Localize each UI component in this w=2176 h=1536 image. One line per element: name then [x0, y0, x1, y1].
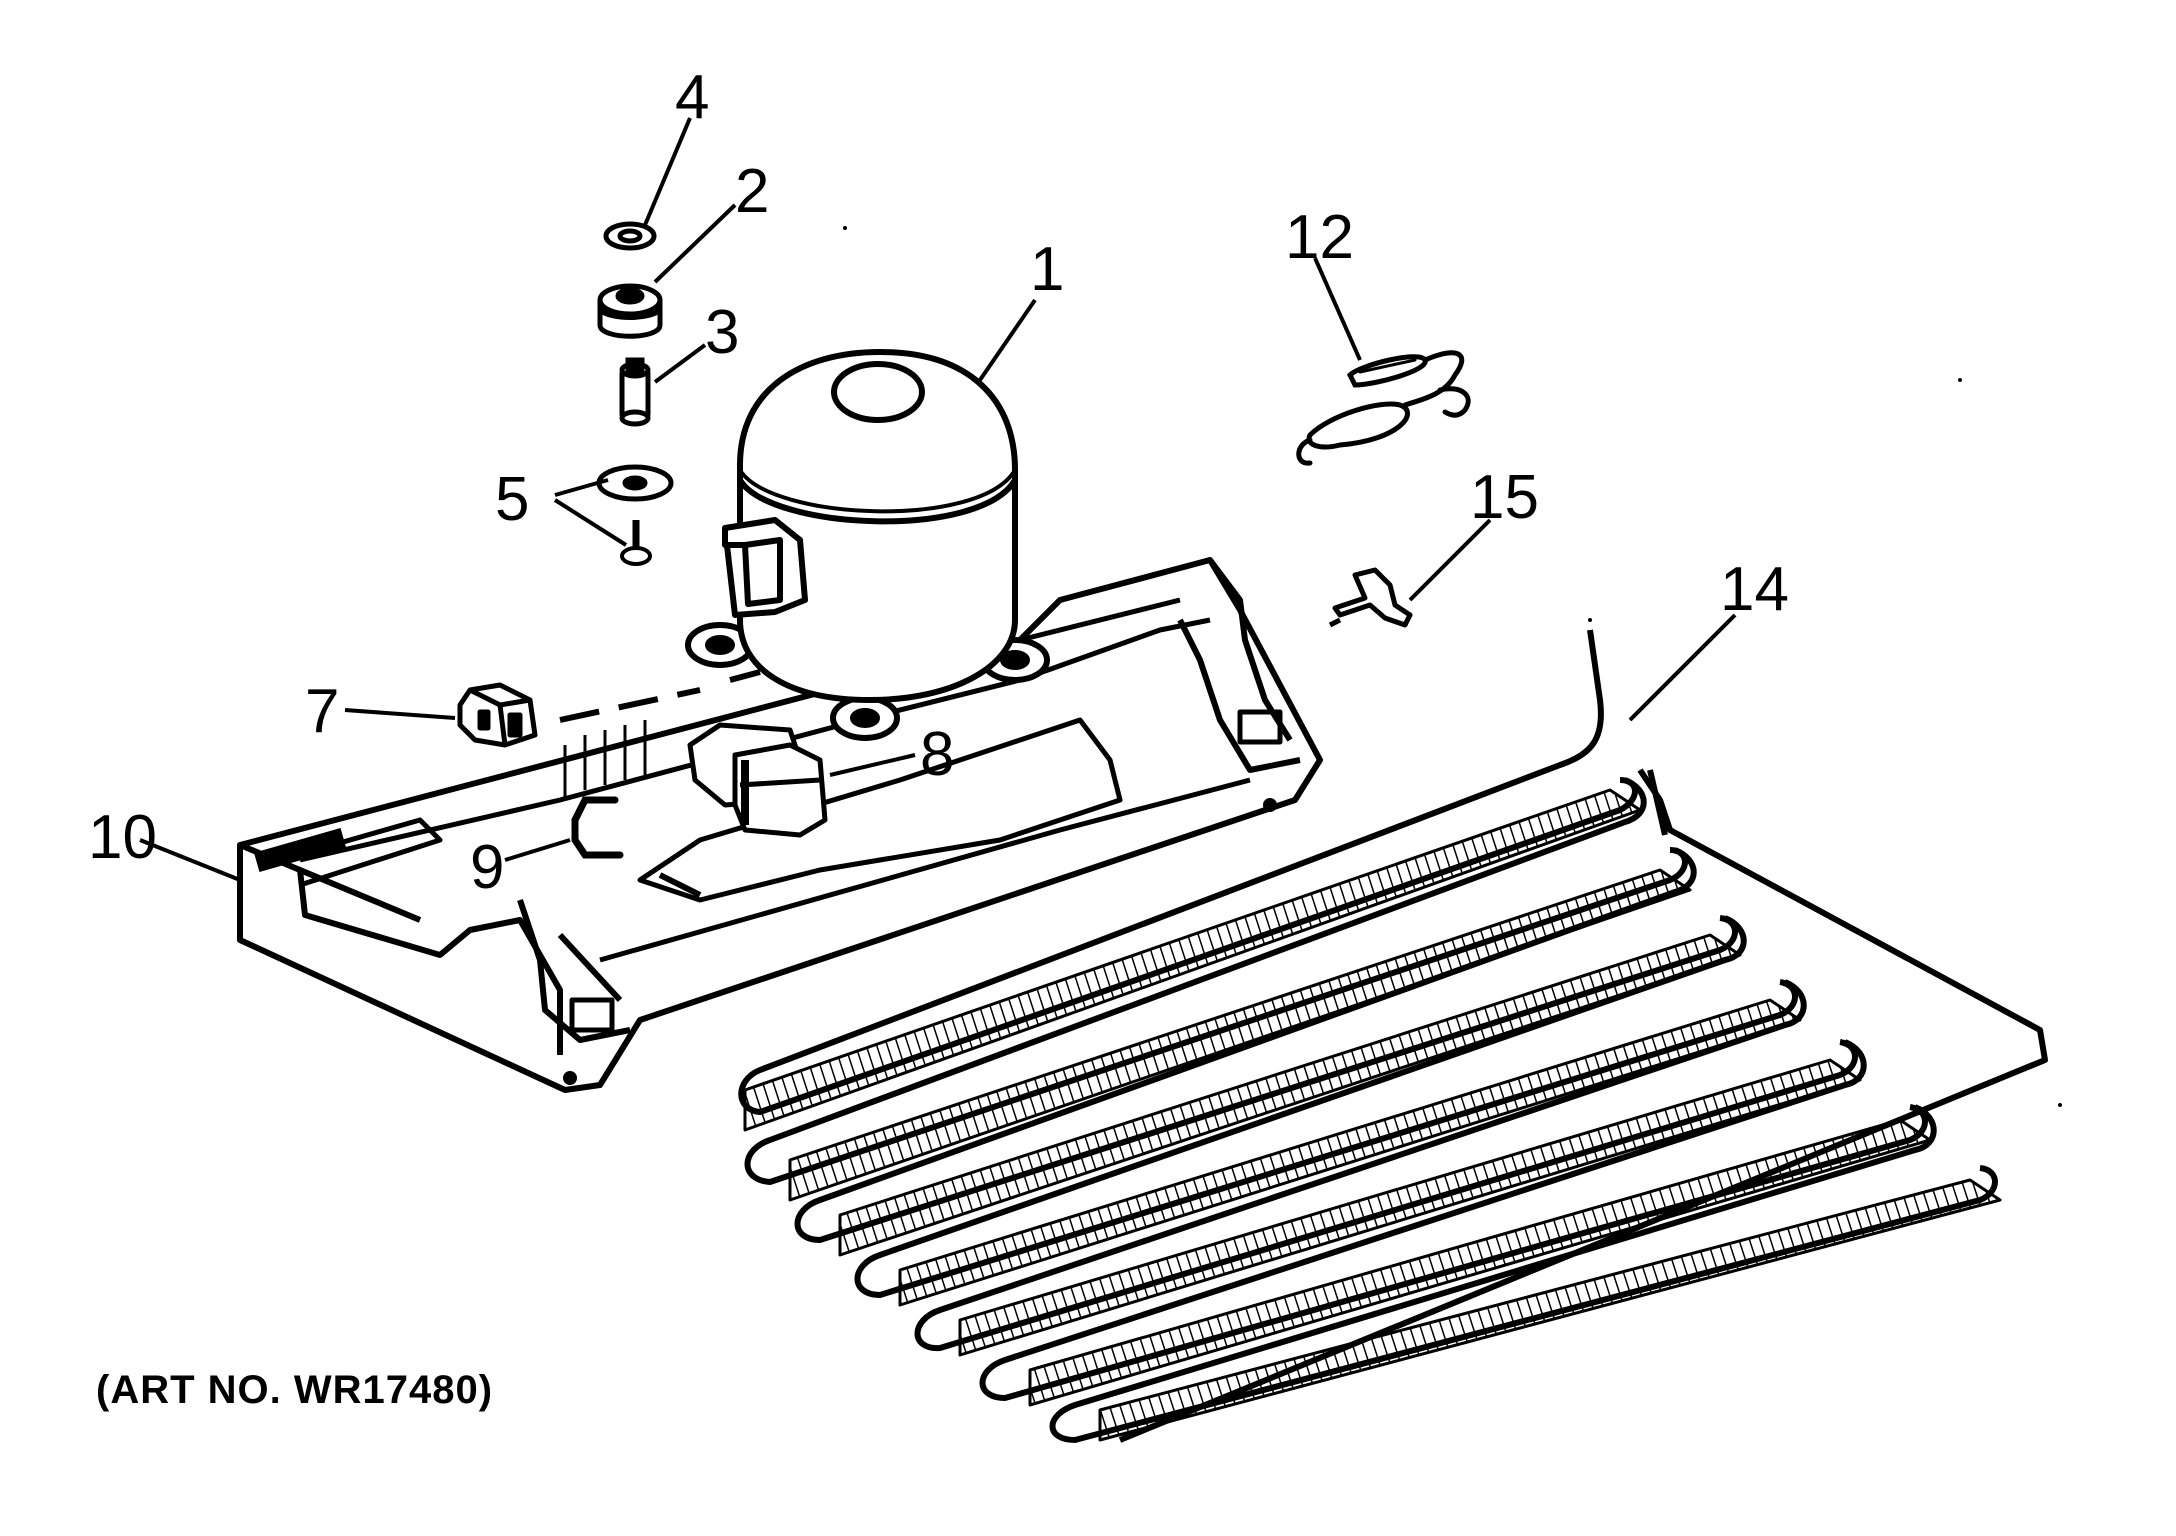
relay-part-7 — [457, 682, 538, 748]
washer-part-5 — [596, 464, 674, 502]
condenser-coil-part-14 — [738, 629, 2048, 1443]
compressor — [685, 349, 1050, 741]
drier-part-12 — [1296, 350, 1471, 466]
callout-9: 9 — [470, 833, 504, 902]
screw-part-5 — [620, 520, 652, 566]
callout-12: 12 — [1285, 203, 1354, 272]
sleeve-part-3 — [619, 357, 651, 427]
callout-4: 4 — [675, 63, 709, 132]
callout-1: 1 — [1030, 235, 1064, 304]
callout-labels: 1 2 3 4 5 7 8 9 10 12 14 15 — [88, 63, 1789, 902]
overload-part-8 — [687, 722, 828, 838]
callout-5: 5 — [495, 465, 529, 534]
art-number-caption: (ART NO. WR17480) — [96, 1368, 494, 1412]
grommet-part-2 — [597, 283, 663, 339]
clip-part-4 — [603, 221, 657, 251]
callout-2: 2 — [735, 157, 769, 226]
clip-part-15 — [1328, 567, 1413, 628]
clip-part-9 — [571, 796, 624, 859]
callout-10: 10 — [88, 803, 157, 872]
callout-14: 14 — [1720, 555, 1789, 624]
callout-15: 15 — [1470, 463, 1539, 532]
leader-lines — [139, 117, 1737, 882]
scan-specks — [843, 226, 2062, 1107]
callout-3: 3 — [705, 298, 739, 367]
callout-8: 8 — [920, 720, 954, 789]
callout-7: 7 — [305, 677, 339, 746]
